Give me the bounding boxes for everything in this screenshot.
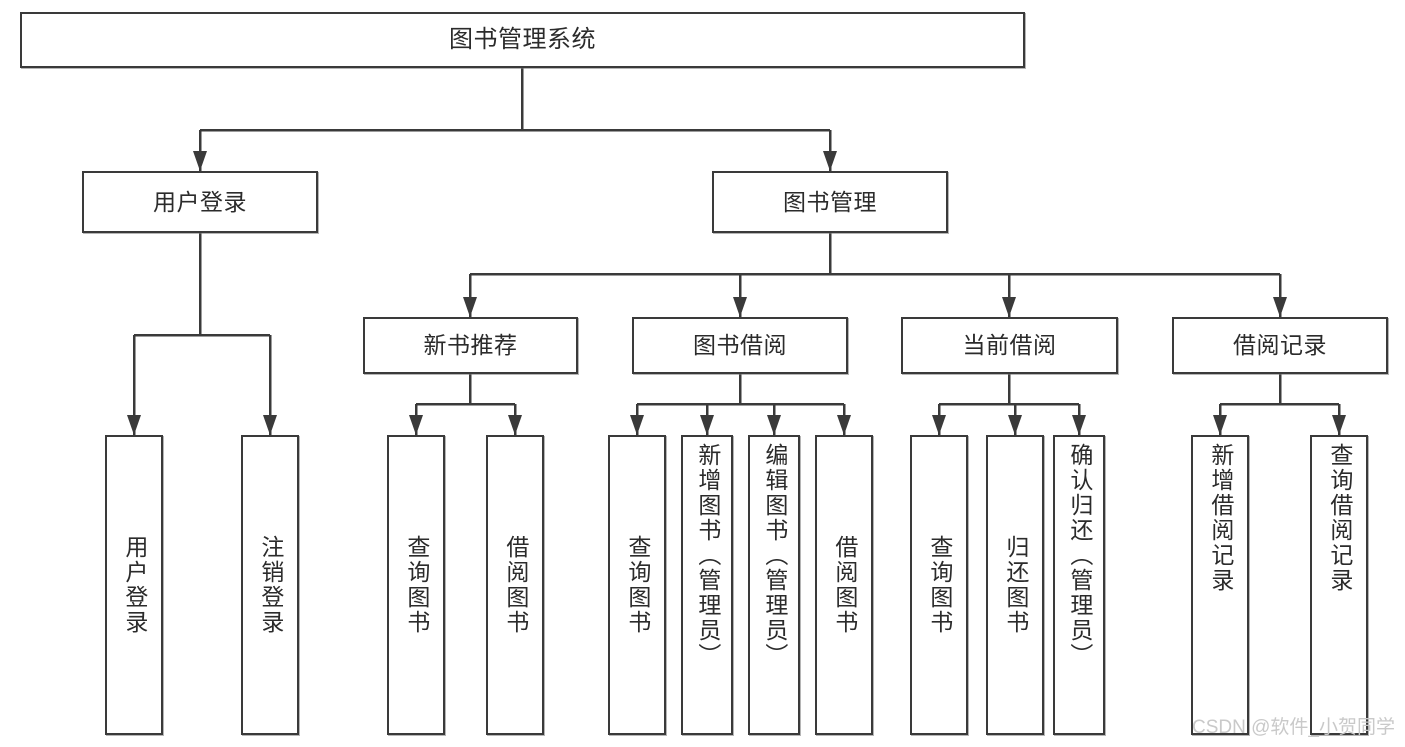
node-leaf-user-login[interactable]: 用户登录 — [105, 435, 163, 735]
node-label: 用户登录 — [121, 535, 148, 635]
node-leaf-borrow-book-1[interactable]: 借阅图书 — [486, 435, 544, 735]
node-root[interactable]: 图书管理系统 — [20, 12, 1025, 68]
node-leaf-add-book[interactable]: 新增图书（管理员） — [681, 435, 733, 735]
node-label: 借阅图书 — [502, 535, 529, 635]
node-leaf-logout[interactable]: 注销登录 — [241, 435, 299, 735]
node-label: 查询图书 — [624, 535, 651, 635]
node-label: 查询图书 — [926, 535, 953, 635]
node-label: 查询借阅记录 — [1326, 443, 1353, 593]
node-leaf-return-book[interactable]: 归还图书 — [986, 435, 1044, 735]
node-leaf-query-book-3[interactable]: 查询图书 — [910, 435, 968, 735]
node-borrow-record[interactable]: 借阅记录 — [1172, 317, 1388, 374]
node-label: 当前借阅 — [962, 332, 1057, 359]
node-user-login[interactable]: 用户登录 — [82, 171, 318, 233]
node-label: 借阅图书 — [831, 535, 858, 635]
csdn-watermark: CSDN @软件_小贺同学 — [1192, 717, 1395, 738]
node-label: 编辑图书（管理员） — [761, 443, 788, 668]
node-label: 图书管理系统 — [449, 26, 596, 54]
node-current-borrow[interactable]: 当前借阅 — [901, 317, 1118, 374]
node-label: 新书推荐 — [423, 332, 518, 359]
node-leaf-borrow-book-2[interactable]: 借阅图书 — [815, 435, 873, 735]
node-leaf-confirm-return[interactable]: 确认归还（管理员） — [1053, 435, 1105, 735]
node-book-manage[interactable]: 图书管理 — [712, 171, 948, 233]
node-label: 注销登录 — [257, 535, 284, 635]
node-leaf-add-record[interactable]: 新增借阅记录 — [1191, 435, 1249, 735]
node-leaf-query-book-2[interactable]: 查询图书 — [608, 435, 666, 735]
node-label: 归还图书 — [1002, 535, 1029, 635]
node-label: 图书管理 — [783, 188, 877, 215]
node-leaf-query-record[interactable]: 查询借阅记录 — [1310, 435, 1368, 735]
node-label: 新增借阅记录 — [1207, 443, 1234, 593]
node-new-book-rec[interactable]: 新书推荐 — [363, 317, 578, 374]
node-label: 确认归还（管理员） — [1066, 443, 1093, 668]
node-label: 新增图书（管理员） — [694, 443, 721, 668]
node-label: 用户登录 — [153, 188, 247, 215]
node-label: 借阅记录 — [1233, 332, 1327, 359]
node-book-borrow[interactable]: 图书借阅 — [632, 317, 848, 374]
node-label: 图书借阅 — [693, 332, 787, 359]
node-leaf-query-book-1[interactable]: 查询图书 — [387, 435, 445, 735]
node-leaf-edit-book[interactable]: 编辑图书（管理员） — [748, 435, 800, 735]
node-label: 查询图书 — [403, 535, 430, 635]
